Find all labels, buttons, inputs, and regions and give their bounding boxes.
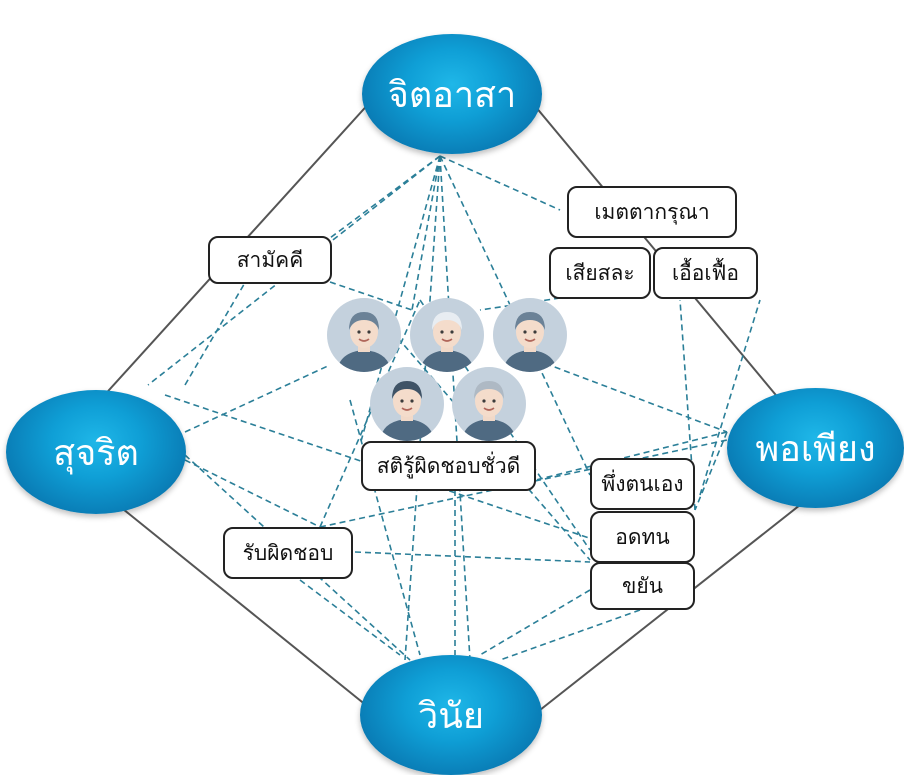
dashed-link-0 bbox=[439, 155, 561, 211]
node-bottom-label: วินัย bbox=[418, 695, 484, 737]
woman-short-hair-avatar-art bbox=[503, 312, 557, 372]
boy-avatar bbox=[370, 367, 444, 441]
woman-avatar bbox=[327, 298, 401, 372]
dashed-link-23 bbox=[299, 579, 401, 656]
node-left: สุจริต bbox=[6, 390, 186, 514]
node-bottom: วินัย bbox=[360, 655, 542, 775]
label-sialasala: เสียสละ bbox=[549, 247, 651, 299]
label-rapphitchop-text: รับผิดชอบ bbox=[242, 540, 334, 565]
elder-man-avatar bbox=[452, 367, 526, 441]
dashed-link-20 bbox=[319, 299, 421, 528]
label-samakkhi-text: สามัคคี bbox=[236, 247, 304, 272]
dashed-link-15 bbox=[535, 359, 728, 433]
dashed-link-28 bbox=[479, 589, 591, 656]
dashed-link-17 bbox=[694, 431, 728, 511]
boy-avatar-art bbox=[380, 381, 434, 441]
elder-woman-avatar-art bbox=[420, 312, 474, 372]
dashed-link-18 bbox=[699, 299, 761, 496]
label-metta: เมตตากรุณา bbox=[567, 186, 737, 238]
dashed-link-16 bbox=[535, 431, 728, 481]
label-otthon: อดทน bbox=[590, 511, 695, 563]
woman-short-hair-avatar bbox=[493, 298, 567, 372]
label-rapphitchop: รับผิดชอบ bbox=[223, 527, 353, 579]
label-phuengton-text: พึ่งตนเอง bbox=[601, 471, 684, 496]
label-sialasala-text: เสียสละ bbox=[565, 260, 635, 285]
node-right: พอเพียง bbox=[727, 388, 904, 508]
node-left-label: สุจริต bbox=[53, 432, 139, 474]
dashed-link-13 bbox=[184, 459, 321, 528]
woman-avatar-art bbox=[337, 312, 391, 372]
dashed-link-29 bbox=[499, 609, 641, 661]
label-phuengton: พึ่งตนเอง bbox=[590, 458, 695, 510]
label-euafuea: เอื้อเฟื้อ bbox=[653, 247, 758, 299]
dashed-link-12 bbox=[164, 394, 596, 541]
node-top-label: จิตอาสา bbox=[387, 74, 517, 116]
label-center: สติรู้ผิดชอบชั่วดี bbox=[361, 441, 536, 491]
label-otthon-text: อดทน bbox=[615, 524, 670, 549]
label-metta-text: เมตตากรุณา bbox=[594, 199, 710, 224]
dashed-link-5 bbox=[439, 155, 591, 476]
elder-woman-avatar bbox=[410, 298, 484, 372]
label-euafuea-text: เอื้อเฟื้อ bbox=[671, 260, 740, 285]
dashed-link-8 bbox=[329, 281, 413, 311]
dashed-link-11 bbox=[184, 364, 331, 433]
label-samakkhi: สามัคคี bbox=[208, 236, 332, 284]
elder-man-avatar-art bbox=[462, 381, 516, 441]
label-khayan-text: ขยัน bbox=[621, 573, 663, 598]
node-right-label: พอเพียง bbox=[755, 428, 876, 470]
node-top: จิตอาสา bbox=[362, 34, 542, 154]
label-khayan: ขยัน bbox=[590, 562, 695, 610]
dashed-link-26 bbox=[349, 399, 421, 656]
dashed-link-6 bbox=[411, 155, 441, 311]
edge-left-bottom bbox=[117, 504, 373, 711]
label-center-text: สติรู้ผิดชอบชั่วดี bbox=[376, 453, 521, 478]
dashed-link-22 bbox=[354, 551, 591, 563]
